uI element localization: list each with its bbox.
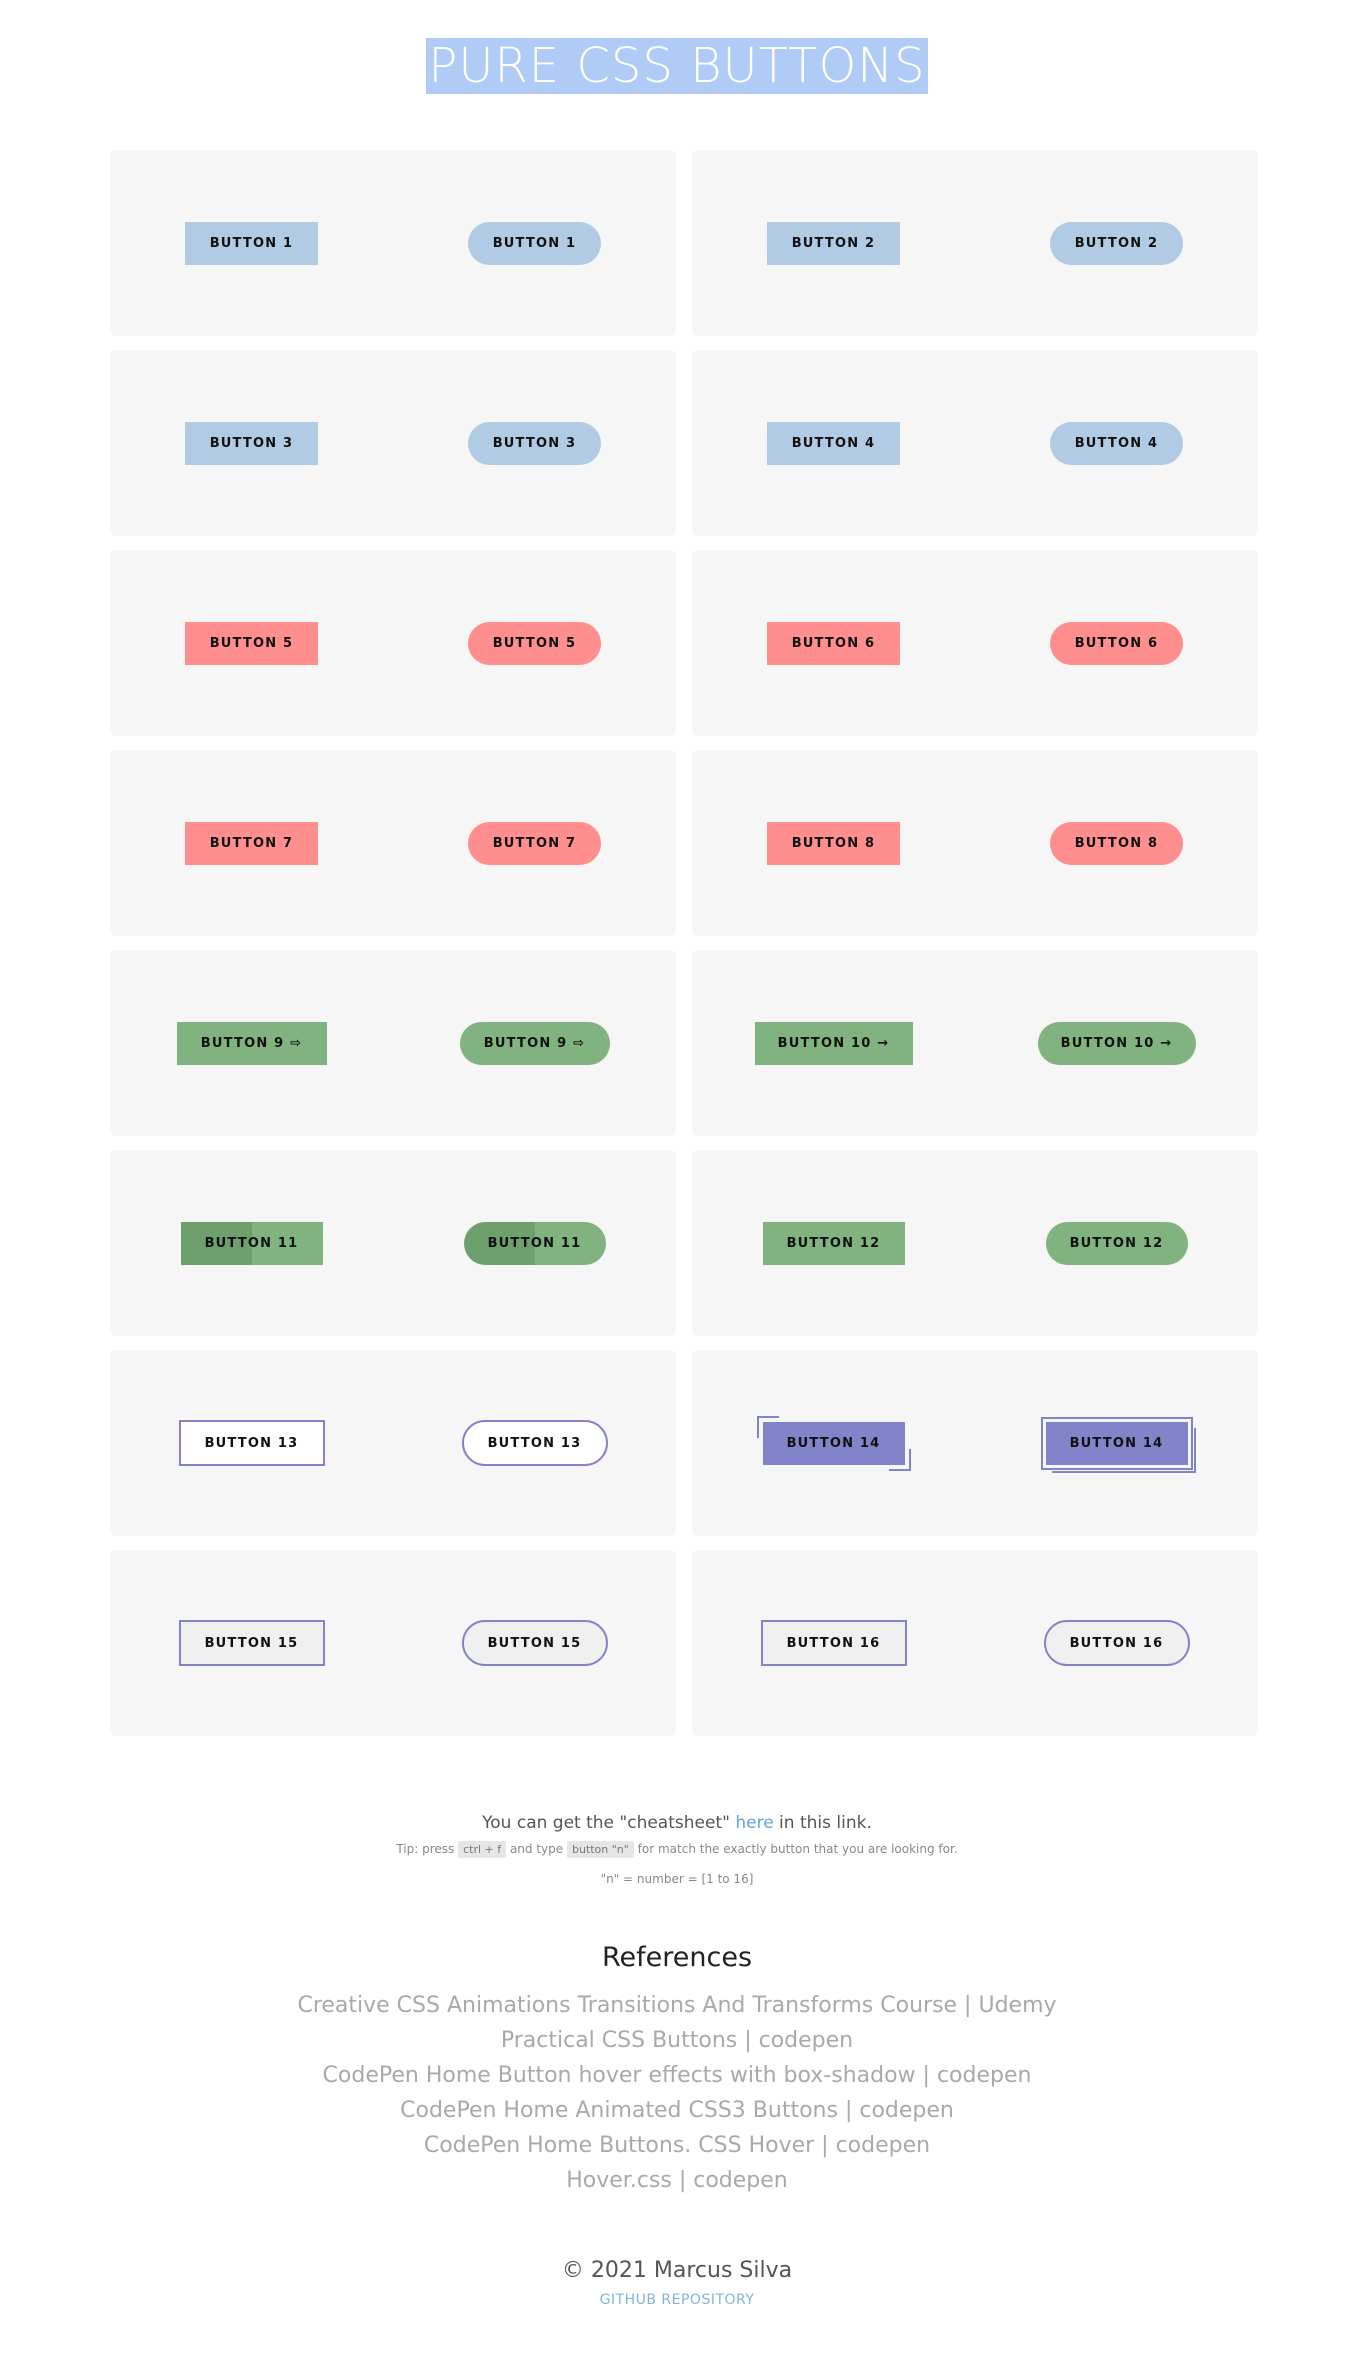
button-card-16: BUTTON 16 BUTTON 16 [692, 1550, 1258, 1736]
button-3-square[interactable]: BUTTON 3 [185, 421, 318, 465]
reference-link-4[interactable]: CodePen Home Animated CSS3 Buttons | cod… [400, 2098, 954, 2123]
button-card-6: BUTTON 6 BUTTON 6 [692, 550, 1258, 736]
button-card-7: BUTTON 7 BUTTON 7 [110, 750, 676, 936]
cheatsheet-prefix: You can get the "cheatsheet" [482, 1813, 736, 1833]
button-13-round[interactable]: BUTTON 13 [461, 1420, 608, 1466]
button-7-round[interactable]: BUTTON 7 [468, 821, 601, 865]
button-7-square[interactable]: BUTTON 7 [185, 821, 318, 865]
button-4-round[interactable]: BUTTON 4 [1050, 421, 1183, 465]
button-2-square[interactable]: BUTTON 2 [767, 221, 900, 265]
button-card-5: BUTTON 5 BUTTON 5 [110, 550, 676, 736]
cheatsheet-link[interactable]: here [735, 1813, 774, 1833]
button-card-15: BUTTON 15 BUTTON 15 [110, 1550, 676, 1736]
button-2-round[interactable]: BUTTON 2 [1050, 221, 1183, 265]
button-16-round[interactable]: BUTTON 16 [1043, 1620, 1190, 1666]
button-8-round[interactable]: BUTTON 8 [1050, 821, 1183, 865]
footer: © 2021 Marcus Silva GITHUB REPOSITORY [0, 2256, 1354, 2308]
reference-link-5[interactable]: CodePen Home Buttons. CSS Hover | codepe… [423, 2133, 931, 2158]
button-card-3: BUTTON 3 BUTTON 3 [110, 350, 676, 536]
page-title: PURE CSS BUTTONS [426, 38, 928, 94]
button-14-round[interactable]: BUTTON 14 [1040, 1416, 1196, 1473]
button-15-round[interactable]: BUTTON 15 [461, 1620, 608, 1666]
button-11-square[interactable]: BUTTON 11 [180, 1221, 323, 1265]
button-5-square[interactable]: BUTTON 5 [185, 621, 318, 665]
button-5-round[interactable]: BUTTON 5 [468, 621, 601, 665]
button-1-square[interactable]: BUTTON 1 [185, 221, 318, 265]
button-1-round[interactable]: BUTTON 1 [468, 221, 601, 265]
reference-link-3[interactable]: CodePen Home Button hover effects with b… [322, 2063, 1032, 2088]
button-10-square[interactable]: BUTTON 10 → [754, 1021, 913, 1065]
n-note: "n" = number = [1 to 16] [600, 1872, 754, 1886]
references-title: References [601, 1942, 753, 1973]
cheatsheet-text: You can get the "cheatsheet" here in thi… [0, 1811, 1354, 1835]
button-card-14: BUTTON 14 BUTTON 14 [692, 1350, 1258, 1536]
button-12-square[interactable]: BUTTON 12 [762, 1221, 905, 1265]
button-card-1: BUTTON 1 BUTTON 1 [110, 150, 676, 336]
button-card-13: BUTTON 13 BUTTON 13 [110, 1350, 676, 1536]
button-12-round[interactable]: BUTTON 12 [1045, 1221, 1188, 1265]
button-3-round[interactable]: BUTTON 3 [468, 421, 601, 465]
button-6-square[interactable]: BUTTON 6 [767, 621, 900, 665]
button-card-8: BUTTON 8 BUTTON 8 [692, 750, 1258, 936]
button-card-10: BUTTON 10 → BUTTON 10 → [692, 950, 1258, 1136]
button-card-12: BUTTON 12 BUTTON 12 [692, 1150, 1258, 1336]
tip-suffix: for match the exactly button that you ar… [633, 1842, 958, 1856]
tip-text: Tip: press ctrl + f and type button "n" … [0, 1839, 1354, 1860]
button-15-square[interactable]: BUTTON 15 [178, 1620, 325, 1666]
button-card-9: BUTTON 9 ⇨ BUTTON 9 ⇨ [110, 950, 676, 1136]
button-9-round[interactable]: BUTTON 9 ⇨ [459, 1021, 610, 1065]
tip-term: button "n" [566, 1841, 634, 1858]
page-header: PURE CSS BUTTONS [0, 38, 1354, 94]
button-9-square[interactable]: BUTTON 9 ⇨ [176, 1021, 327, 1065]
github-repository-link[interactable]: GITHUB REPOSITORY [599, 2292, 755, 2308]
button-13-square[interactable]: BUTTON 13 [178, 1420, 325, 1466]
reference-link-1[interactable]: Creative CSS Animations Transitions And … [297, 1993, 1057, 2018]
button-8-square[interactable]: BUTTON 8 [767, 821, 900, 865]
tip-key: ctrl + f [458, 1841, 507, 1858]
button-11-round[interactable]: BUTTON 11 [463, 1221, 606, 1265]
button-10-round[interactable]: BUTTON 10 → [1037, 1021, 1196, 1065]
cheatsheet-section: You can get the "cheatsheet" here in thi… [0, 1811, 1354, 1886]
button-6-round[interactable]: BUTTON 6 [1050, 621, 1183, 665]
reference-link-6[interactable]: Hover.css | codepen [566, 2168, 788, 2193]
button-card-4: BUTTON 4 BUTTON 4 [692, 350, 1258, 536]
button-16-square[interactable]: BUTTON 16 [760, 1620, 907, 1666]
button-14-square[interactable]: BUTTON 14 [756, 1415, 911, 1471]
copyright: © 2021 Marcus Silva [561, 2258, 793, 2283]
button-card-11: BUTTON 11 BUTTON 11 [110, 1150, 676, 1336]
cheatsheet-suffix: in this link. [773, 1813, 872, 1833]
reference-link-2[interactable]: Practical CSS Buttons | codepen [500, 2028, 854, 2053]
tip-prefix: Tip: press [396, 1842, 459, 1856]
button-card-2: BUTTON 2 BUTTON 2 [692, 150, 1258, 336]
references-section: References Creative CSS Animations Trans… [0, 1940, 1354, 2198]
button-4-square[interactable]: BUTTON 4 [767, 421, 900, 465]
buttons-grid: BUTTON 1 BUTTON 1 BUTTON 2 BUTTON 2 BUTT… [110, 150, 1258, 1736]
tip-middle: and type [506, 1842, 567, 1856]
